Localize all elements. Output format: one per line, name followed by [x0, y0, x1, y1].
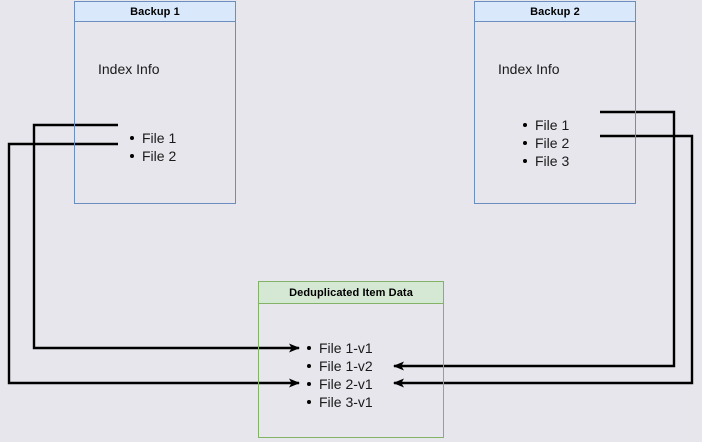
node-backup-1-header: Backup 1 [74, 1, 236, 22]
list-item[interactable]: File 1 [127, 129, 176, 147]
list-item[interactable]: File 1-v2 [304, 357, 373, 375]
node-backup-1-index-label: Index Info [98, 61, 160, 77]
node-dedup-file-list: File 1-v1 File 1-v2 File 2-v1 File 3-v1 [304, 339, 373, 411]
node-backup-1-file-list: File 1 File 2 [127, 129, 176, 165]
edge-backup2-file2-to-file2v1 [393, 134, 694, 388]
node-dedup-header: Deduplicated Item Data [258, 281, 444, 304]
list-item[interactable]: File 3 [520, 152, 569, 170]
edge-backup1-file2-to-file2v1 [7, 142, 300, 388]
list-item[interactable]: File 2 [520, 134, 569, 152]
list-item[interactable]: File 1 [520, 116, 569, 134]
node-backup-2-title: Backup 2 [530, 5, 580, 18]
list-item[interactable]: File 1-v1 [304, 339, 373, 357]
node-backup-1-title: Backup 1 [130, 5, 180, 18]
node-backup-2-index-label: Index Info [498, 61, 560, 77]
node-dedup-title: Deduplicated Item Data [289, 286, 413, 299]
node-backup-2[interactable]: Backup 2 Index Info File 1 File 2 File 3 [474, 1, 636, 204]
edge-backup1-file1-to-file1v1 [32, 123, 300, 353]
node-backup-2-header: Backup 2 [474, 1, 636, 22]
node-backup-1-body: Index Info File 1 File 2 [74, 22, 236, 204]
list-item[interactable]: File 3-v1 [304, 393, 373, 411]
node-backup-1[interactable]: Backup 1 Index Info File 1 File 2 [74, 1, 236, 204]
node-deduplicated-item-data[interactable]: Deduplicated Item Data File 1-v1 File 1-… [258, 281, 444, 438]
edge-backup2-file1-to-file1v2 [393, 110, 676, 371]
list-item[interactable]: File 2 [127, 147, 176, 165]
node-backup-2-body: Index Info File 1 File 2 File 3 [474, 22, 636, 204]
node-dedup-body: File 1-v1 File 1-v2 File 2-v1 File 3-v1 [258, 304, 444, 438]
list-item[interactable]: File 2-v1 [304, 375, 373, 393]
node-backup-2-file-list: File 1 File 2 File 3 [520, 116, 569, 170]
